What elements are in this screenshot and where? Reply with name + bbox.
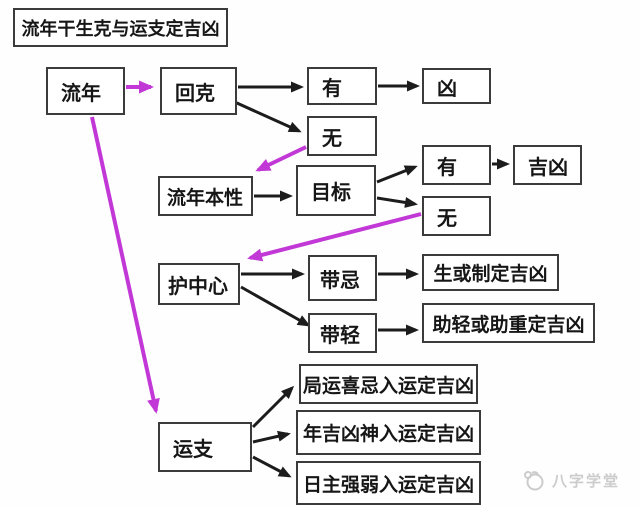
node-label: 无	[322, 127, 342, 150]
node-label: 凶	[437, 77, 457, 100]
node-label: 目标	[311, 182, 351, 204]
node-mubiao: 目标	[296, 165, 376, 216]
node-huike: 回克	[160, 67, 237, 115]
node-label: 护中心	[168, 275, 228, 298]
node-nian-jixiong-shen: 年吉凶神入运定吉凶	[296, 410, 481, 455]
node-wu-1: 无	[307, 116, 377, 156]
node-label: 日主强弱入运定吉凶	[302, 474, 474, 496]
node-label: 带忌	[320, 269, 360, 292]
node-xiong: 凶	[422, 68, 491, 104]
node-label: 回克	[175, 82, 215, 105]
watermark-text: 八字学堂	[551, 472, 620, 490]
edge-huike-to-wu1	[227, 97, 302, 133]
node-label: 年吉凶神入运定吉凶	[302, 424, 474, 445]
bazi-xuetang-logo-icon	[522, 469, 546, 491]
node-juyun-xiji: 局运喜忌入运定吉凶	[299, 364, 478, 404]
node-label: 流年本性	[167, 187, 244, 209]
node-liunian-benxing: 流年本性	[158, 176, 253, 216]
edge-yunzhi-to-nianjixiongshen	[252, 430, 291, 444]
node-sheng-huo-zhi-ding: 生或制定吉凶	[422, 254, 559, 291]
node-label: 助轻或助重定吉凶	[432, 314, 585, 336]
node-daiqing: 带轻	[308, 313, 377, 353]
edge-huzhongxin-to-daiqing	[240, 285, 311, 327]
edge-mubiao-to-you2	[376, 165, 418, 184]
node-liunian: 流年	[46, 67, 125, 115]
node-label: 生或制定吉凶	[433, 264, 548, 285]
diagram-title: 流年干生克与运支定吉凶	[13, 8, 228, 47]
node-label: 吉凶	[528, 156, 568, 179]
edge-yunzhi-to-rizhuqiangruo	[252, 455, 292, 478]
node-label: 局运喜忌入运定吉凶	[302, 375, 474, 397]
edge-mubiao-to-wu2	[376, 196, 418, 208]
node-label: 运支	[173, 438, 213, 461]
node-label: 有	[437, 156, 457, 179]
node-label: 有	[322, 77, 342, 100]
node-label: 带轻	[320, 324, 360, 347]
diagram-title-label: 流年干生克与运支定吉凶	[21, 18, 220, 39]
node-zhu-qing-zhu-zhong: 助轻或助重定吉凶	[422, 303, 595, 343]
node-wu-2: 无	[422, 196, 491, 236]
node-jixiong: 吉凶	[513, 145, 582, 185]
node-yunzhi: 运支	[158, 422, 252, 472]
node-you-2: 有	[422, 145, 491, 185]
edge-yunzhi-to-juyunxiji	[251, 385, 295, 429]
node-hu-zhongxin: 护中心	[158, 263, 240, 305]
edge-wu2-to-huzhongxin	[247, 212, 422, 262]
edge-liunian-to-yunzhi	[90, 116, 160, 414]
node-daiji: 带忌	[308, 255, 377, 301]
node-you-1: 有	[307, 67, 377, 105]
node-label: 流年	[61, 82, 101, 105]
watermark: 八字学堂	[522, 469, 620, 491]
node-rizhu-qiangruo: 日主强弱入运定吉凶	[296, 461, 481, 505]
node-label: 无	[437, 207, 457, 230]
